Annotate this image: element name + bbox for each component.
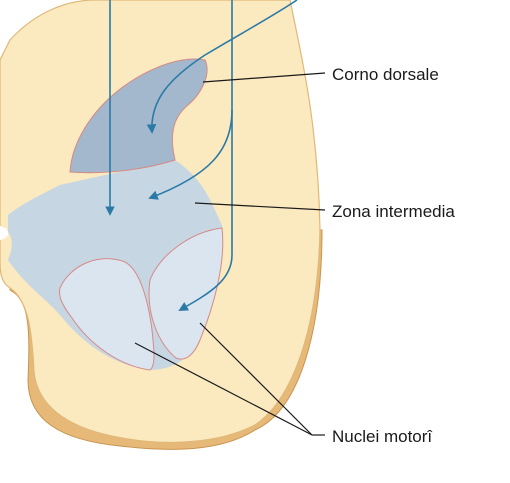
label-motor-nuclei: Nuclei motorî bbox=[332, 427, 433, 446]
label-intermediate-zone: Zona intermedia bbox=[332, 202, 455, 221]
label-dorsal-horn: Corno dorsale bbox=[332, 65, 439, 84]
